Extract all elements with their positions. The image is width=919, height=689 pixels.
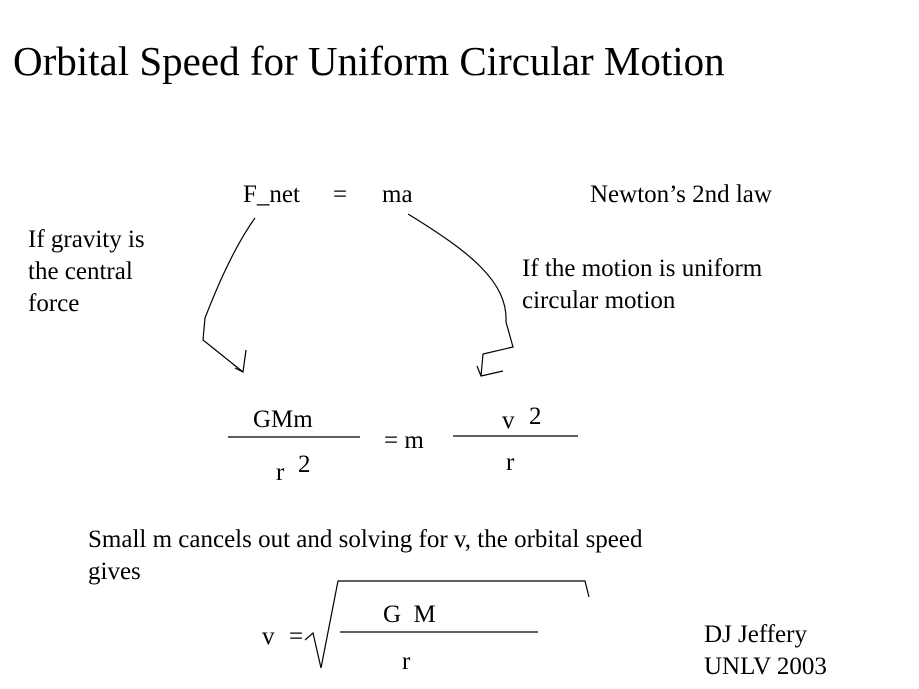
- explanation-line: Small m cancels out and solving for v, t…: [88, 526, 643, 553]
- square-root-sign: [304, 580, 590, 669]
- radius-denominator: r: [506, 449, 515, 476]
- newton-law-label: Newton’s 2nd law: [590, 181, 772, 208]
- gravity-exponent: 2: [298, 451, 311, 478]
- gravity-note: If gravity is the central force: [28, 224, 145, 320]
- gravity-denominator: r: [276, 459, 285, 486]
- gravity-numerator: GMm: [253, 406, 313, 433]
- arrow-fnet-to-gravity: [202, 217, 256, 373]
- credit-author: DJ Jeffery: [704, 621, 807, 648]
- speed-equals-sign: =: [289, 623, 304, 650]
- gravity-note-line: If gravity is: [28, 226, 145, 253]
- explanation-line: gives: [88, 558, 141, 585]
- speed-denominator: r: [402, 648, 411, 675]
- speed-symbol: v: [262, 623, 275, 650]
- speed-numerator: G M: [383, 601, 436, 628]
- newton-equals-sign: =: [333, 181, 348, 208]
- equals-m: = m: [384, 427, 424, 454]
- arrow-ma-to-centripetal: [407, 213, 514, 377]
- credit: DJ Jeffery UNLV 2003: [704, 619, 827, 683]
- velocity-exponent: 2: [529, 403, 542, 430]
- velocity-numerator: v: [502, 407, 515, 434]
- motion-note-line: If the motion is uniform: [522, 255, 763, 282]
- arrowhead-centripetal: [476, 365, 504, 377]
- slide-title: Orbital Speed for Uniform Circular Motio…: [13, 38, 725, 84]
- ma-label: ma: [382, 181, 413, 208]
- fnet-label: F_net: [243, 181, 300, 208]
- arrowhead-gravity: [234, 349, 247, 373]
- gravity-note-line: force: [28, 290, 80, 317]
- motion-note-line: circular motion: [522, 287, 676, 314]
- explanation-text: Small m cancels out and solving for v, t…: [88, 524, 643, 588]
- motion-note: If the motion is uniform circular motion: [522, 253, 762, 317]
- gravity-note-line: the central: [28, 258, 133, 285]
- credit-institution: UNLV 2003: [704, 653, 827, 680]
